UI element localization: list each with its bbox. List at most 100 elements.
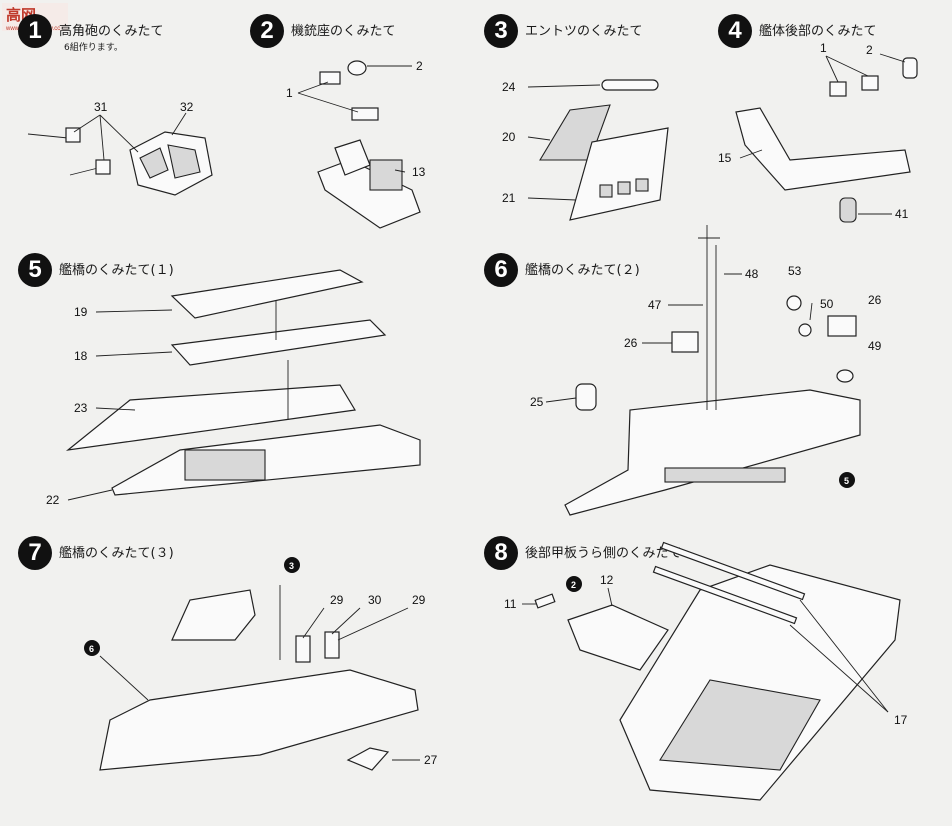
- part-label: 26: [868, 293, 882, 307]
- part-label: 27: [424, 753, 438, 767]
- part-label: 1: [820, 41, 827, 55]
- mount-gun-part: [319, 71, 341, 85]
- step-2-header: 2 機銃座のくみたて: [250, 14, 396, 48]
- fitting-part: [836, 369, 854, 383]
- mount-block-part: [369, 159, 403, 191]
- step-8-drawing: 11 12 17 2: [504, 541, 908, 801]
- small-fitting-part: [861, 75, 879, 91]
- part-label: 21: [502, 191, 516, 205]
- step-number-badge: 1: [18, 14, 52, 48]
- step-title: 艦橋のくみたて(１): [59, 263, 174, 278]
- part-label: 15: [718, 151, 732, 165]
- part-label: 53: [788, 264, 802, 278]
- searchlight-part: [324, 631, 340, 659]
- rear-hull-part: [735, 107, 911, 191]
- bridge-side-part: [65, 384, 356, 451]
- step-4-header: 4 艦体後部のくみたて: [718, 14, 877, 48]
- step-number-badge: 2: [250, 14, 284, 48]
- step-reference-label: 6: [89, 644, 94, 654]
- fitting-part: [786, 295, 802, 311]
- mount-cap-part: [347, 60, 367, 76]
- searchlight-part: [295, 635, 311, 663]
- funnel-body-part: [569, 127, 669, 221]
- step-5-drawing: 19 18 23 22: [46, 269, 421, 507]
- step-title: 後部甲板うら側のくみたて: [525, 546, 682, 561]
- funnel-assembly-part: [171, 589, 256, 641]
- step-6-drawing: 48 53 47 50 26 26 49 25 5: [530, 225, 882, 516]
- part-label: 29: [412, 593, 426, 607]
- mg-mount-assembly-part: [567, 604, 669, 671]
- small-fitting-part: [346, 747, 390, 771]
- step-title: 高角砲のくみたて: [59, 24, 164, 39]
- step-reference-label: 2: [571, 580, 576, 590]
- step-number-badge: 7: [18, 536, 52, 570]
- bridge-assembly-part: [564, 389, 861, 516]
- step-number-badge: 3: [484, 14, 518, 48]
- step-note: 6組作ります。: [64, 43, 123, 53]
- bridge-detail: [664, 467, 786, 483]
- step-3-header: 3 エントツのくみたて: [484, 14, 643, 48]
- step-reference-badge: [284, 557, 300, 573]
- step-3-drawing: 24 20 21: [502, 79, 669, 221]
- funnel-vent: [617, 181, 631, 195]
- funnel-vent: [635, 178, 649, 192]
- rail-part: [652, 565, 798, 625]
- part-label: 13: [412, 165, 426, 179]
- part-label: 2: [866, 43, 873, 57]
- step-4-drawing: 1 2 15 41: [718, 41, 918, 223]
- mount-base-part: [317, 159, 421, 229]
- step-title: 艦橋のくみたて(２): [525, 263, 640, 278]
- step-7-drawing: 29 30 29 27 3 6: [84, 557, 438, 771]
- step-8-header: 8 後部甲板うら側のくみたて: [484, 536, 682, 570]
- part-label: 20: [502, 130, 516, 144]
- step-1-header: 1 高角砲のくみたて: [18, 14, 164, 48]
- gun-barrel-block: [95, 159, 111, 175]
- bollard-part: [839, 197, 857, 223]
- part-label: 31: [94, 100, 108, 114]
- part-label: 25: [530, 395, 544, 409]
- part-label: 23: [74, 401, 88, 415]
- part-label: 19: [74, 305, 88, 319]
- step-7-header: 7 艦橋のくみたて(３): [18, 536, 174, 570]
- small-fitting-part: [829, 81, 847, 97]
- step-reference-label: 3: [289, 561, 294, 571]
- step-1-drawing: 31 32: [27, 100, 213, 196]
- step-title: 艦体後部のくみたて: [759, 24, 877, 39]
- bridge-deck-mid-part: [170, 319, 387, 366]
- part-label: 29: [330, 593, 344, 607]
- part-label: 1: [286, 86, 293, 100]
- part-label: 26: [624, 336, 638, 350]
- searchlight-part: [575, 383, 597, 411]
- gun-opening: [139, 147, 169, 179]
- part-label: 32: [180, 100, 194, 114]
- bridge-detail: [184, 449, 266, 481]
- part-label: 49: [868, 339, 882, 353]
- step-reference-badge: [566, 576, 582, 592]
- step-title: エントツのくみたて: [525, 24, 643, 39]
- gun-barrel-block: [65, 127, 81, 143]
- step-reference-label: 5: [844, 476, 849, 486]
- fitting-part: [798, 323, 812, 337]
- step-number-badge: 8: [484, 536, 518, 570]
- part-label: 30: [368, 593, 382, 607]
- deck-underside-detail: [659, 679, 821, 771]
- part-label: 48: [745, 267, 759, 281]
- step-6-header: 6 艦橋のくみたて(２): [484, 253, 640, 287]
- gun-housing-part: [129, 131, 213, 196]
- funnel-vent: [599, 184, 613, 198]
- part-label: 18: [74, 349, 88, 363]
- mount-gun-part: [351, 107, 379, 121]
- step-reference-badge: [839, 472, 855, 488]
- bridge-final-part: [99, 669, 419, 771]
- part-label: 22: [46, 493, 60, 507]
- funnel-cap-part: [601, 79, 659, 91]
- part-label: 2: [416, 59, 423, 73]
- step-number-badge: 5: [18, 253, 52, 287]
- cap-fitting-part: [902, 57, 918, 79]
- part-label: 24: [502, 80, 516, 94]
- part-label: 47: [648, 298, 662, 312]
- gun-opening: [167, 144, 201, 179]
- small-fitting-part: [534, 593, 556, 609]
- searchlight-part: [827, 315, 857, 337]
